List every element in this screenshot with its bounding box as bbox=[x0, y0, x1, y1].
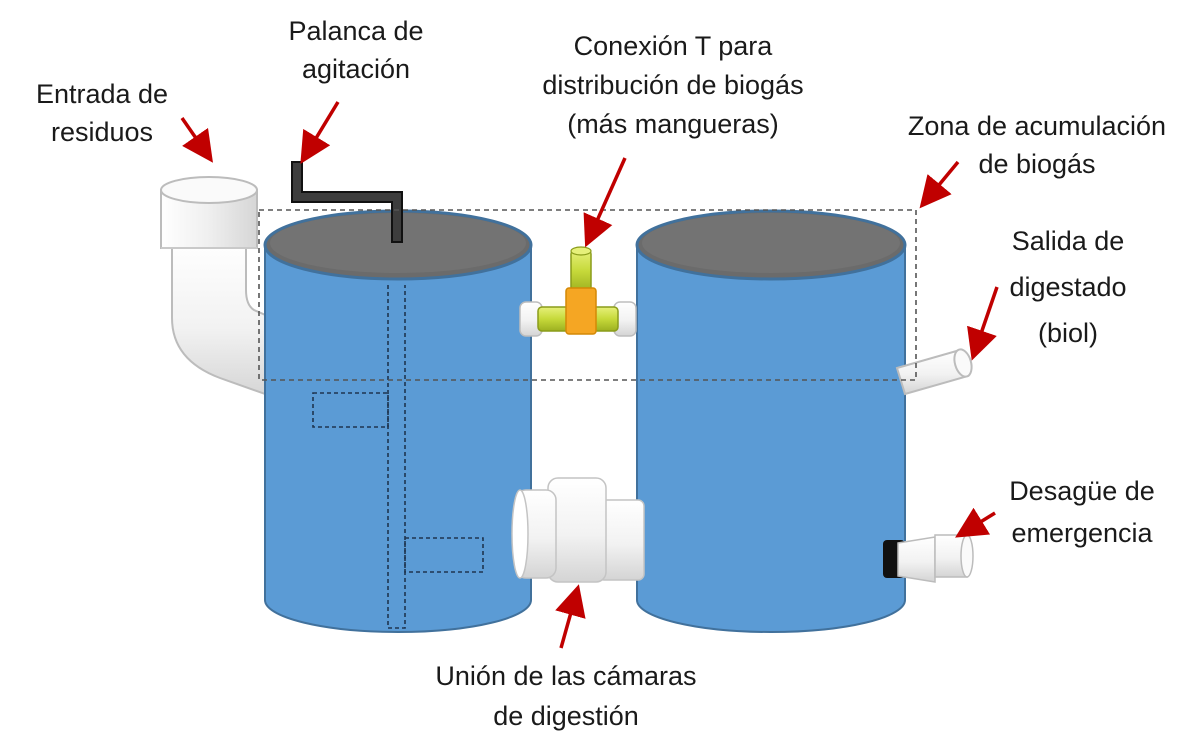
arrow-salida bbox=[967, 286, 999, 361]
right-tank bbox=[635, 209, 907, 633]
label-union-line1: Unión de las cámaras bbox=[435, 661, 696, 691]
label-desague: Desagüe de emergencia bbox=[1009, 476, 1155, 548]
label-zona-line2: de biogás bbox=[978, 149, 1095, 179]
label-zona-line1: Zona de acumulación bbox=[908, 111, 1166, 141]
label-desague-line2: emergencia bbox=[1011, 518, 1153, 548]
outlet-pipe bbox=[895, 348, 973, 396]
label-salida-line1: Salida de bbox=[1012, 226, 1125, 256]
label-entrada-line1: Entrada de bbox=[36, 79, 168, 109]
agitation-lever bbox=[291, 161, 403, 243]
chamber-union bbox=[511, 477, 645, 583]
arrow-conexion bbox=[583, 157, 627, 248]
label-entrada: Entrada de residuos bbox=[36, 79, 168, 147]
callout-arrows bbox=[180, 101, 999, 649]
arrow-palanca bbox=[300, 101, 340, 164]
arrow-union bbox=[555, 584, 586, 649]
label-salida-line3: (biol) bbox=[1038, 318, 1098, 348]
emergency-drain-pipe bbox=[883, 534, 974, 583]
label-conexion-line2: distribución de biogás bbox=[542, 70, 803, 100]
label-desague-line1: Desagüe de bbox=[1009, 476, 1155, 506]
label-entrada-line2: residuos bbox=[51, 117, 153, 147]
label-salida: Salida de digestado (biol) bbox=[1009, 226, 1126, 348]
arrow-zona bbox=[919, 160, 960, 209]
label-union-line2: de digestión bbox=[493, 701, 639, 731]
t-connection bbox=[519, 246, 637, 337]
label-conexion-line1: Conexión T para bbox=[574, 31, 774, 61]
label-conexion: Conexión T para distribución de biogás (… bbox=[542, 31, 803, 139]
label-palanca: Palanca de agitación bbox=[288, 16, 423, 84]
label-zona: Zona de acumulación de biogás bbox=[908, 111, 1166, 179]
label-salida-line2: digestado bbox=[1009, 272, 1126, 302]
label-conexion-line3: (más mangueras) bbox=[567, 109, 779, 139]
arrow-entrada bbox=[180, 117, 213, 163]
left-tank bbox=[263, 209, 533, 633]
arrow-desague bbox=[955, 507, 996, 538]
label-palanca-line1: Palanca de bbox=[288, 16, 423, 46]
label-palanca-line2: agitación bbox=[302, 54, 410, 84]
biogas-zone-outline bbox=[258, 209, 917, 381]
label-union: Unión de las cámaras de digestión bbox=[435, 661, 696, 731]
